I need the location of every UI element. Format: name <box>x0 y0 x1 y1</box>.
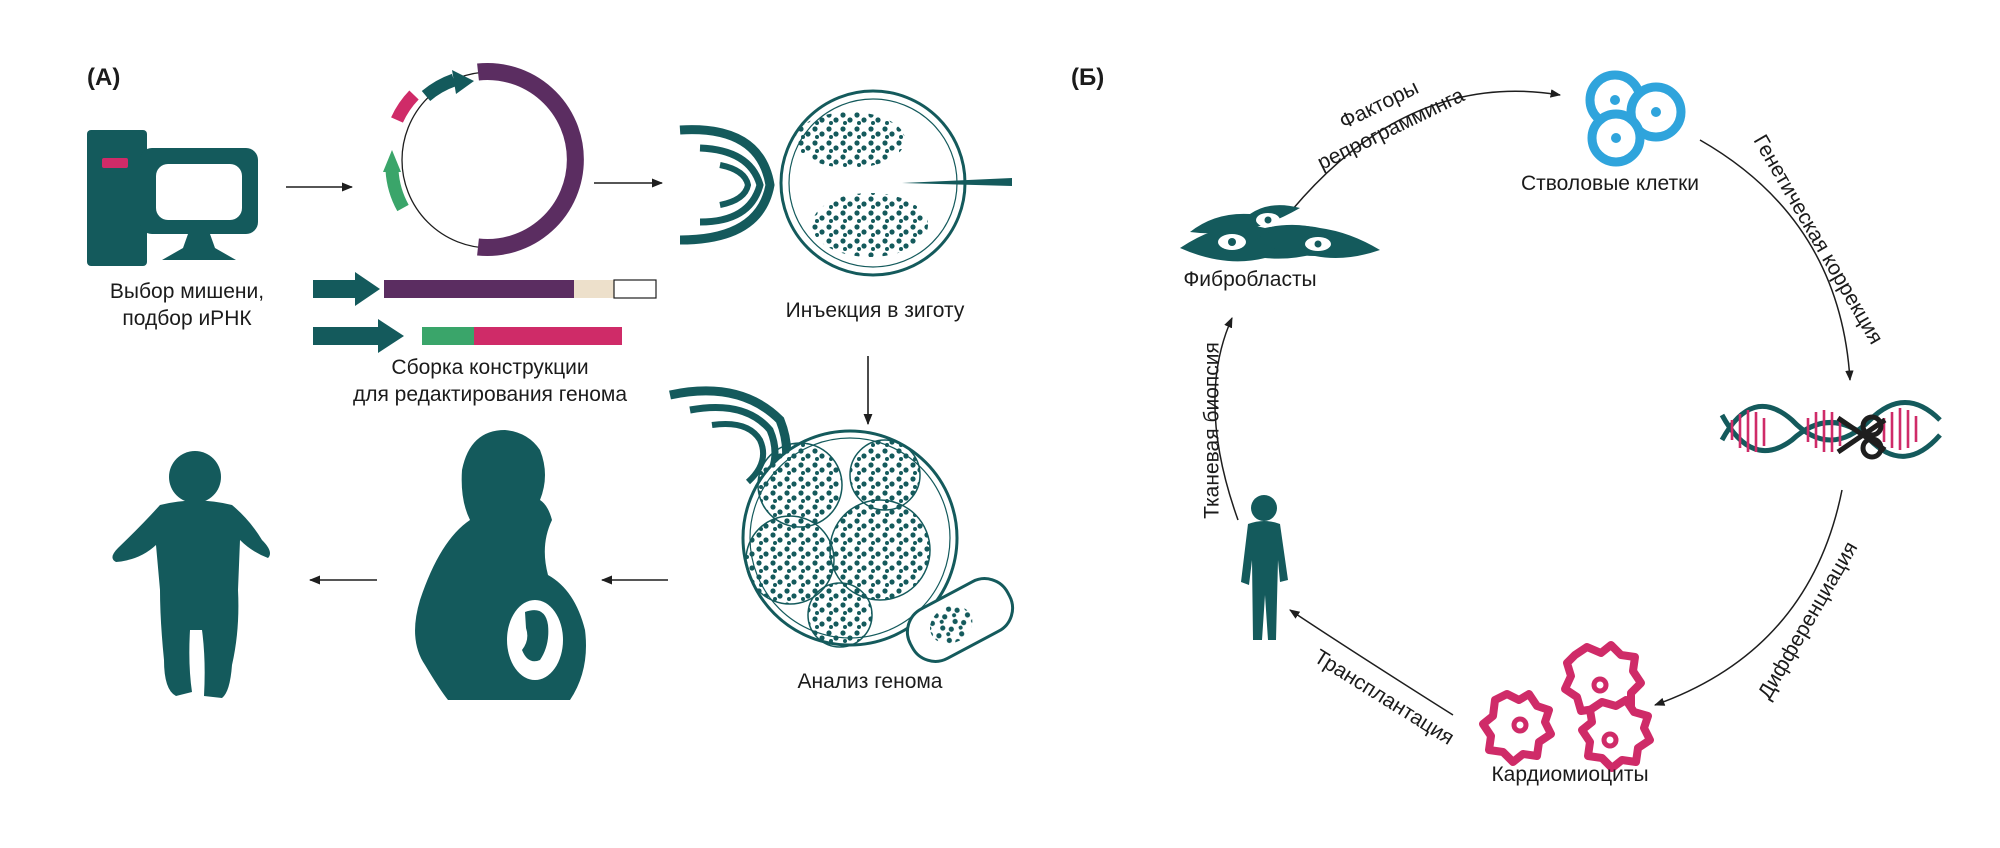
plasmid-icon <box>383 63 584 256</box>
construct-bars <box>313 272 657 353</box>
arrow-biopsy <box>1214 317 1239 521</box>
step-target-label: Выбор мишени, подбор иРНК <box>109 280 265 330</box>
step-injection-label: Инъекция в зиготу <box>785 299 965 322</box>
panel-a-label: (А) <box>87 64 121 91</box>
person-icon <box>1241 495 1288 640</box>
cardiomyocytes-icon <box>1479 641 1654 772</box>
node-cardiomyocytes-label: Кардиомиоциты <box>1491 763 1649 786</box>
arrow-differentiation <box>1654 489 1843 706</box>
fibroblasts-icon <box>1180 205 1380 262</box>
transition-biopsy-label: Тканевая биопсия <box>1200 342 1224 519</box>
arrow-correction <box>1699 139 1854 382</box>
pregnant-woman-icon <box>415 430 586 700</box>
arrow-transplantation <box>1289 609 1454 716</box>
step-construct-label: Сборка конструкции для редактирования ге… <box>352 356 628 406</box>
cycle-arrows <box>1214 89 1854 716</box>
step-analysis-label: Анализ генома <box>797 670 943 693</box>
node-stem-cells-label: Стволовые клетки <box>1520 172 1700 195</box>
computer-icon <box>87 130 258 266</box>
arrow-reprogramming <box>1291 89 1562 211</box>
embryo-icon <box>669 386 1015 663</box>
stem-cells-icon <box>1585 70 1686 167</box>
node-fibroblasts-label: Фибробласты <box>1183 268 1317 291</box>
zygote-icon <box>679 89 1012 277</box>
panel-b-label: (Б) <box>1071 64 1105 91</box>
child-icon <box>112 451 270 698</box>
dna-scissors-icon <box>1719 400 1942 460</box>
